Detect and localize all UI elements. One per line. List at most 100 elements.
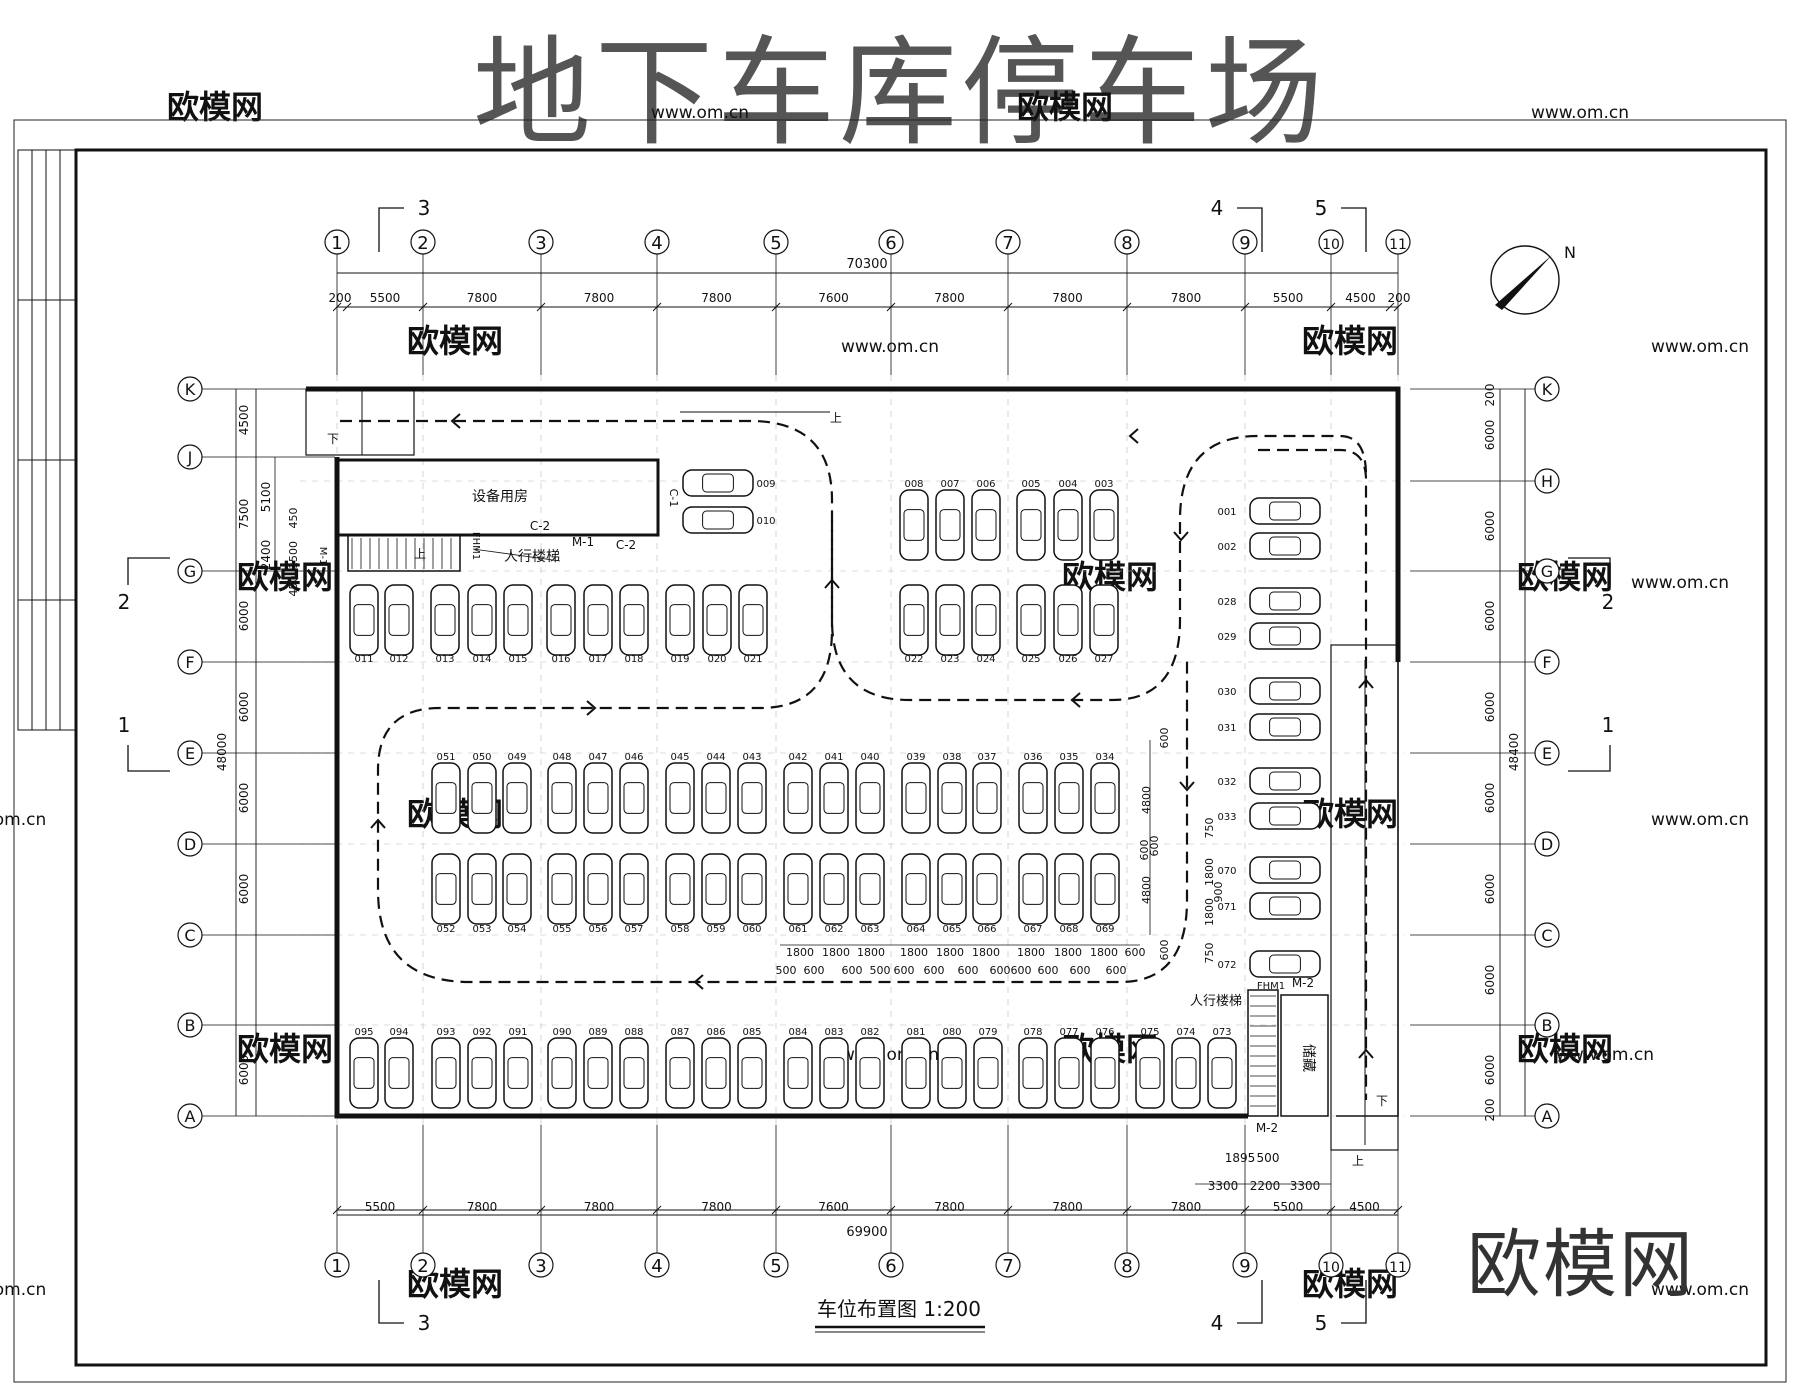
parking-stall-car: [583, 762, 613, 834]
car-roof: [1022, 782, 1044, 814]
section-mark-5-top-label: 5: [1315, 196, 1328, 220]
car-body: [1249, 802, 1321, 830]
car-roof: [669, 873, 691, 905]
dimension-total-left: 48000: [215, 733, 229, 771]
east-vertical-dim: 750: [1203, 818, 1216, 839]
parking-stall-car: [1249, 767, 1321, 795]
parking-stall-car: [1090, 1037, 1120, 1109]
door-code: C-1: [667, 489, 680, 508]
dimension-tick: [1393, 302, 1403, 312]
car-roof: [434, 604, 456, 636]
parking-stall-car: [783, 1037, 813, 1109]
aisle-gap-dim: 500: [870, 964, 891, 977]
stall-number: 075: [1140, 1027, 1159, 1038]
stall-number: 083: [824, 1027, 843, 1038]
axis-label: 2: [417, 233, 428, 254]
car-roof: [1022, 1057, 1044, 1089]
compass-needle: [1495, 255, 1552, 310]
parking-stall-car: [467, 584, 497, 656]
car-body: [619, 762, 649, 834]
axis-label: 1: [331, 233, 342, 254]
stall-number: 018: [624, 654, 643, 665]
car-body: [972, 853, 1002, 925]
car-roof: [1058, 1057, 1080, 1089]
car-body: [431, 762, 461, 834]
car-body: [1249, 892, 1321, 920]
stall-number: 040: [860, 752, 879, 763]
mid-vertical-dim: 600: [1138, 840, 1151, 861]
mid-vertical-dim: 4800: [1140, 876, 1153, 904]
car-body: [701, 762, 731, 834]
car-roof: [705, 782, 727, 814]
dimension-tick: [1003, 302, 1013, 312]
parking-stall-car: [1249, 892, 1321, 920]
axis-label: K: [185, 380, 196, 399]
axis-label: E: [185, 744, 195, 763]
stall-number: 045: [670, 752, 689, 763]
car-roof: [435, 873, 457, 905]
car-body: [502, 853, 532, 925]
stair-b-box: [1247, 989, 1279, 1117]
car-roof: [1020, 509, 1042, 541]
mid-vertical-dim: 600: [1148, 836, 1161, 857]
parking-stall-car: [619, 1037, 649, 1109]
car-roof: [587, 873, 609, 905]
car-body: [819, 1037, 849, 1109]
car-body: [1090, 1037, 1120, 1109]
dimension-tick: [332, 1205, 342, 1215]
parking-stall-car: [1054, 1037, 1084, 1109]
aisle-gap-dim: 600: [894, 964, 915, 977]
parking-stall-car: [971, 489, 1001, 561]
parking-stall-car: [901, 762, 931, 834]
axis-label: E: [1542, 744, 1552, 763]
car-roof: [976, 873, 998, 905]
car-roof: [823, 1057, 845, 1089]
stall-number: 063: [860, 924, 879, 935]
section-mark-3-top-label: 3: [418, 196, 431, 220]
stall-number: 062: [824, 924, 843, 935]
car-body: [1090, 762, 1120, 834]
parking-stall-car: [547, 762, 577, 834]
dimension-tick: [1326, 1205, 1336, 1215]
stall-number: 066: [977, 924, 996, 935]
aisle-gap-dim: 600: [1038, 964, 1059, 977]
section-mark-1-right-label: 1: [1602, 713, 1615, 737]
parking-stall-car: [1016, 584, 1046, 656]
watermark-url: www.om.cn: [1651, 810, 1749, 830]
car-body: [783, 1037, 813, 1109]
car-roof: [1269, 681, 1301, 701]
stall-number: 076: [1095, 1027, 1114, 1038]
car-body: [701, 1037, 731, 1109]
car-roof: [507, 604, 529, 636]
stall-number: 016: [551, 654, 570, 665]
car-body: [1249, 677, 1321, 705]
stall-number: 037: [977, 752, 996, 763]
stall-number: 046: [624, 752, 643, 763]
car-body: [431, 853, 461, 925]
car-roof: [903, 509, 925, 541]
dimension-top-segment: 7800: [584, 291, 615, 305]
car-roof: [702, 510, 734, 530]
stall-number: 047: [588, 752, 607, 763]
stall-number: 084: [788, 1027, 807, 1038]
route-arrow: [1358, 1048, 1374, 1059]
parking-stall-car: [701, 762, 731, 834]
car-roof: [1093, 604, 1115, 636]
stall-number: 064: [906, 924, 925, 935]
car-body: [973, 1037, 1003, 1109]
car-roof: [506, 873, 528, 905]
car-roof: [1269, 591, 1301, 611]
car-body: [937, 1037, 967, 1109]
east-vertical-dim: 1800: [1203, 898, 1216, 926]
car-roof: [435, 1057, 457, 1089]
car-roof: [550, 604, 572, 636]
section-mark-3-bottom: [378, 1280, 404, 1324]
car-body: [1249, 713, 1321, 741]
car-roof: [742, 604, 764, 636]
parking-stall-car: [547, 1037, 577, 1109]
car-body: [1016, 584, 1046, 656]
parking-stall-car: [467, 1037, 497, 1109]
axis-label: 10: [1322, 1260, 1340, 1276]
parking-stall-car: [503, 584, 533, 656]
parking-stall-car: [682, 469, 754, 497]
